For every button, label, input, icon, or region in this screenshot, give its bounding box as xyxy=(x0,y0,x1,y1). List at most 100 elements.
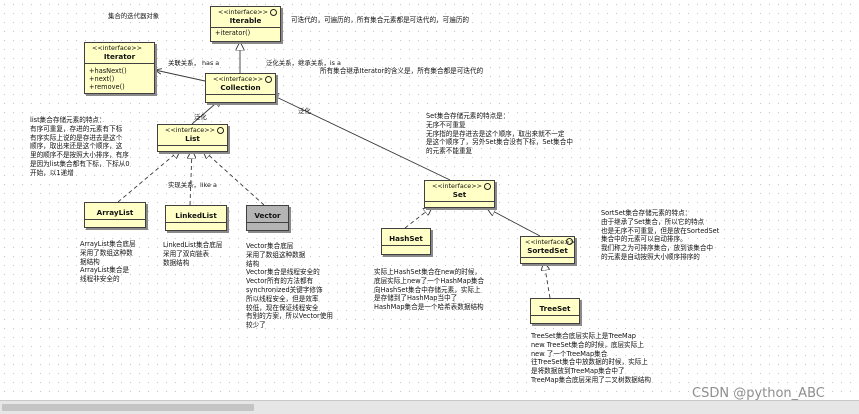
class-iterator[interactable]: <<interface>> Iterator +hasNext() +next(… xyxy=(84,42,155,94)
note-line: 顺序，取出来还是这个顺序，这 xyxy=(30,142,123,151)
operations: +hasNext() +next() +remove() xyxy=(85,64,154,95)
diagram-title: 集合的迭代器对象 xyxy=(108,12,160,20)
note-line: SortSet集合存储元素的特点： xyxy=(601,209,692,217)
class-linkedlist[interactable]: LinkedList xyxy=(165,205,227,231)
class-name: Vector xyxy=(254,211,281,220)
edge-label-generalization-list: 泛化 xyxy=(194,113,207,121)
edge-treeset-sortedset xyxy=(544,262,551,299)
interface-circle-icon xyxy=(484,183,491,190)
class-list[interactable]: <<interface>> List xyxy=(157,124,228,152)
note-line: list集合存储元素的特点： xyxy=(30,116,106,124)
note-line: 无序不可重复 xyxy=(426,120,466,129)
note-collection: 所有集合继承Iterator的含义是，所有集合都是可迭代的 xyxy=(320,67,484,75)
note-line: 里的顺序不是按照大小排序，有序 xyxy=(30,151,129,160)
class-set-header: <<interface>> Set xyxy=(425,181,494,202)
note-line: 向HashSet集合中存储元素，实际上 xyxy=(374,285,481,294)
class-vector[interactable]: Vector xyxy=(246,205,289,231)
note-line: 实际上HashSet集合在new的时候， xyxy=(374,268,482,276)
note-line: Set集合存储元素的特点是： xyxy=(426,112,510,120)
note-line: new TreeSet集合的时候，底层实际上 xyxy=(531,340,644,349)
note-line: synchronized关键字修饰 xyxy=(246,285,323,294)
note-line: 开始，以1递增 xyxy=(30,168,74,177)
operation: +next() xyxy=(89,75,115,83)
class-arraylist[interactable]: ArrayList xyxy=(84,202,146,228)
class-name: List xyxy=(185,134,200,143)
note-vector: Vector集合底层 采用了数组这种数据 结构 Vector集合是线程安全的 V… xyxy=(246,242,333,330)
note-line: 往TreeSet集合中放数据的时候，实际上 xyxy=(531,358,648,367)
note-line: 结构 xyxy=(246,259,260,268)
edge-label-is-a: 泛化关系，继承关系，is a xyxy=(266,59,341,67)
note-line: 我们称之为可排序集合，放到该集合中 xyxy=(601,244,714,253)
stereotype: <<interface>> xyxy=(432,182,482,190)
class-name: Iterator xyxy=(103,52,136,61)
note-line: HashMap集合是一个哈希表数据结构 xyxy=(374,303,484,312)
class-name: Set xyxy=(452,190,467,199)
operations: +iterator() xyxy=(211,28,280,41)
note-line: 采用了双向链表 xyxy=(163,249,210,258)
note-line: 的元素不能重复 xyxy=(426,147,473,156)
class-sortedset-header: <<interface>> SortedSet xyxy=(521,237,575,258)
operation: +hasNext() xyxy=(89,67,127,75)
note-list: list集合存储元素的特点： 有序可重复，存进的元素有下标 有序实际上说的是存进… xyxy=(30,116,130,178)
edge-hashset-set xyxy=(404,207,432,229)
note-line: ArrayList集合是 xyxy=(80,266,130,275)
class-set[interactable]: <<interface>> Set xyxy=(424,180,495,208)
note-line: 据结构 xyxy=(80,257,100,266)
horizontal-scrollbar[interactable] xyxy=(0,400,859,414)
note-line: new 了一个TreeMap集合 xyxy=(531,349,608,358)
note-set: Set集合存储元素的特点是： 无序不可重复 无序指的是存进去是这个顺序，取出来就… xyxy=(426,112,573,156)
class-name: Iterable xyxy=(229,16,262,25)
class-collection[interactable]: <<interface>> Collection xyxy=(205,73,276,103)
note-line: 是这个顺序了，另外Set集合没有下标，Set集合中 xyxy=(426,138,573,147)
edge-linkedlist-list xyxy=(190,150,192,206)
note-line: 底层实际上new了一个HashMap集合 xyxy=(374,276,485,285)
note-line: 是因为list集合都有下标，下标从0 xyxy=(30,159,130,168)
class-treeset[interactable]: TreeSet xyxy=(530,298,580,324)
class-name: SortedSet xyxy=(527,246,568,255)
note-line: Vector集合底层 xyxy=(246,242,294,250)
note-line: 线程非安全的 xyxy=(80,275,120,284)
note-line: 所以线程安全，但是效率 xyxy=(246,294,319,303)
class-name: Collection xyxy=(220,83,261,92)
note-arraylist: ArrayList集合底层 采用了数组这种数 据结构 ArrayList集合是 … xyxy=(80,240,136,284)
class-sortedset[interactable]: <<interface>> SortedSet xyxy=(520,236,575,264)
note-sortedset: SortSet集合存储元素的特点： 由于继承了Set集合，所以它的特点 也是无序… xyxy=(601,209,719,262)
note-line: 采用了数组这种数据 xyxy=(246,250,306,259)
note-line: 较低，现在保证线程安全 xyxy=(246,303,319,312)
scrollbar-thumb[interactable] xyxy=(2,404,254,411)
class-name: HashSet xyxy=(389,234,423,243)
note-line: 有别的方案，所以Vector使用 xyxy=(246,312,333,321)
stereotype: <<interface>> xyxy=(92,44,142,52)
interface-circle-icon xyxy=(566,238,573,245)
note-line: TreeMap集合底层采用了二叉树数据结构 xyxy=(531,375,651,384)
class-name: TreeSet xyxy=(539,304,571,313)
interface-circle-icon xyxy=(217,127,224,134)
class-list-header: <<interface>> List xyxy=(158,125,227,146)
edge-label-has-a: 关联关系， has a xyxy=(168,59,220,67)
note-line: Vector集合是线程安全的 xyxy=(246,268,320,277)
note-line: 的元素是自动按照大小顺序排序的 xyxy=(601,252,700,261)
class-iterable-header: <<interface>> Iterable xyxy=(211,7,280,28)
operation: +iterator() xyxy=(215,29,251,37)
class-hashset-header: HashSet xyxy=(382,229,430,246)
note-linkedlist: LinkedList集合底层 采用了双向链表 数据结构 xyxy=(163,241,222,267)
class-collection-header: <<interface>> Collection xyxy=(206,74,275,95)
note-line: 是存储到了HashMap当中了 xyxy=(374,294,458,303)
interface-circle-icon xyxy=(270,9,277,16)
class-iterable[interactable]: <<interface>> Iterable +iterator() xyxy=(210,6,281,42)
note-line: 数据结构 xyxy=(163,258,190,267)
note-line: 有序实际上说的是存进去是这个 xyxy=(30,133,123,142)
note-line: LinkedList集合底层 xyxy=(163,241,223,249)
class-name: ArrayList xyxy=(96,208,134,217)
class-arraylist-header: ArrayList xyxy=(85,203,145,220)
note-hashset: 实际上HashSet集合在new的时候， 底层实际上new了一个HashMap集… xyxy=(374,268,484,312)
note-line: Vector所有的方法都有 xyxy=(246,277,314,286)
operation: +remove() xyxy=(89,83,125,91)
class-iterator-header: <<interface>> Iterator xyxy=(85,43,154,64)
note-treeset: TreeSet集合底层实际上是TreeMap new TreeSet集合的时候，… xyxy=(531,332,651,385)
class-name: LinkedList xyxy=(175,211,217,220)
stereotype: <<interface>> xyxy=(165,126,215,134)
class-hashset[interactable]: HashSet xyxy=(381,228,431,255)
edge-collection-iterator xyxy=(155,70,206,82)
